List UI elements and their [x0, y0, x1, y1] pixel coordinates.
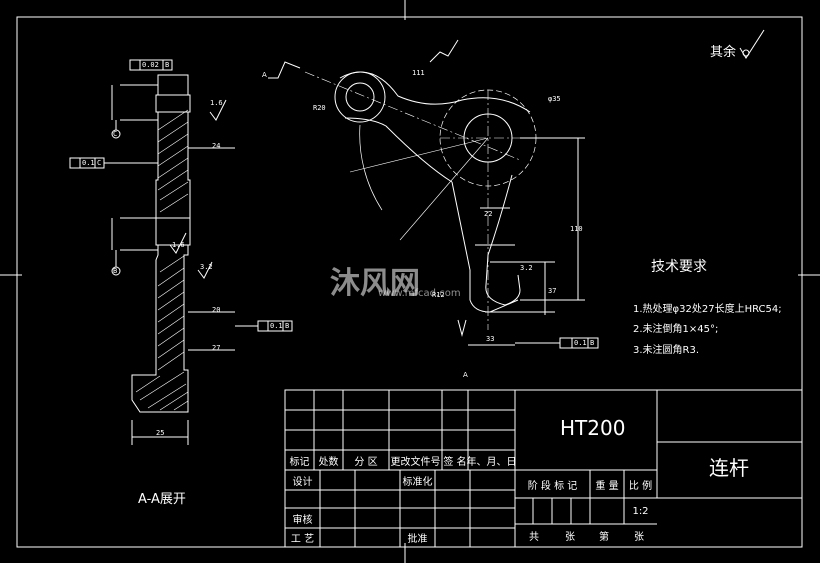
dim-r20: R20	[313, 104, 326, 112]
gdt-frame-4-tol: 0.1	[574, 339, 587, 347]
gdt-frame-3-tol: 0.1	[270, 322, 283, 330]
gdt-frame-2-tol: 0.1	[82, 159, 95, 167]
roughness-2: 1.6	[172, 241, 185, 249]
datum-b-label: B	[113, 267, 118, 275]
dim-25: 25	[156, 429, 165, 437]
roughness-1: 1.6	[210, 99, 223, 107]
tb-sheets-total-prefix: 共	[529, 532, 539, 543]
tb-sheet-no-prefix: 第	[599, 532, 609, 543]
tb-sheet-no-suffix: 张	[634, 532, 644, 543]
dim-111: 111	[412, 69, 425, 77]
tb-stage-mark: 阶 段 标 记	[527, 480, 578, 492]
watermark-brand: 沐风网	[330, 266, 420, 301]
dim-33: 33	[486, 335, 495, 343]
tb-count: 处数	[318, 456, 339, 468]
roughness-main: 3.2	[520, 264, 533, 272]
dim-22: 22	[484, 210, 493, 218]
tb-mark: 标记	[289, 456, 310, 468]
tb-scale-label: 比 例	[628, 480, 653, 492]
watermark-url: www.mfcad.com	[378, 288, 461, 299]
tb-approve: 批准	[407, 534, 428, 545]
gdt-frame-2-ref: C	[97, 159, 102, 167]
datum-c-label: C	[113, 130, 118, 138]
tech-heading: 技术要求	[651, 259, 707, 275]
dim-24: 24	[212, 142, 221, 150]
dim-r12: R12	[432, 291, 445, 299]
tb-process: 工 艺	[290, 534, 315, 545]
section-mark-a-bottom: A	[463, 371, 468, 379]
gdt-frame-4-ref: B	[590, 339, 595, 347]
tb-scale: 1:2	[632, 505, 649, 517]
roughness-3: 3.2	[200, 263, 213, 271]
material: HT200	[560, 416, 626, 440]
tb-review: 审核	[292, 514, 313, 526]
dim-37: 37	[548, 287, 557, 295]
tech-note-1: 1.热处理φ32处27长度上HRC54;	[633, 304, 782, 315]
tech-note-3: 3.未注圆角R3.	[633, 345, 700, 356]
gdt-frame-1-tol: 0.02	[142, 61, 159, 69]
title-block-grid	[284, 389, 803, 548]
dim-phi35: φ35	[548, 95, 561, 103]
tb-design: 设计	[292, 476, 313, 488]
main-view	[268, 29, 765, 349]
section-view	[69, 59, 293, 445]
gdt-frame-1-ref: B	[165, 61, 170, 69]
tech-note-2: 2.未注倒角1×45°;	[633, 324, 719, 335]
surface-finish-note: 其余	[710, 45, 737, 60]
section-mark-a-top: A	[262, 71, 267, 79]
tb-zone: 分 区	[354, 456, 378, 468]
tb-doc-no: 更改文件号	[390, 456, 441, 468]
tb-date: 年、月、日	[466, 456, 517, 468]
tb-standardize: 标准化	[402, 476, 433, 488]
gdt-frame-3-ref: B	[285, 322, 290, 330]
section-view-label: A-A展开	[138, 492, 186, 507]
part-name: 连杆	[709, 456, 749, 480]
dim-110: 110	[570, 225, 583, 233]
tb-sheets-total-suffix: 张	[565, 532, 575, 543]
tb-sign: 签 名	[443, 456, 467, 468]
tb-weight: 重 量	[595, 480, 619, 492]
dim-27: 27	[212, 344, 221, 352]
dim-20: 20	[212, 306, 221, 314]
